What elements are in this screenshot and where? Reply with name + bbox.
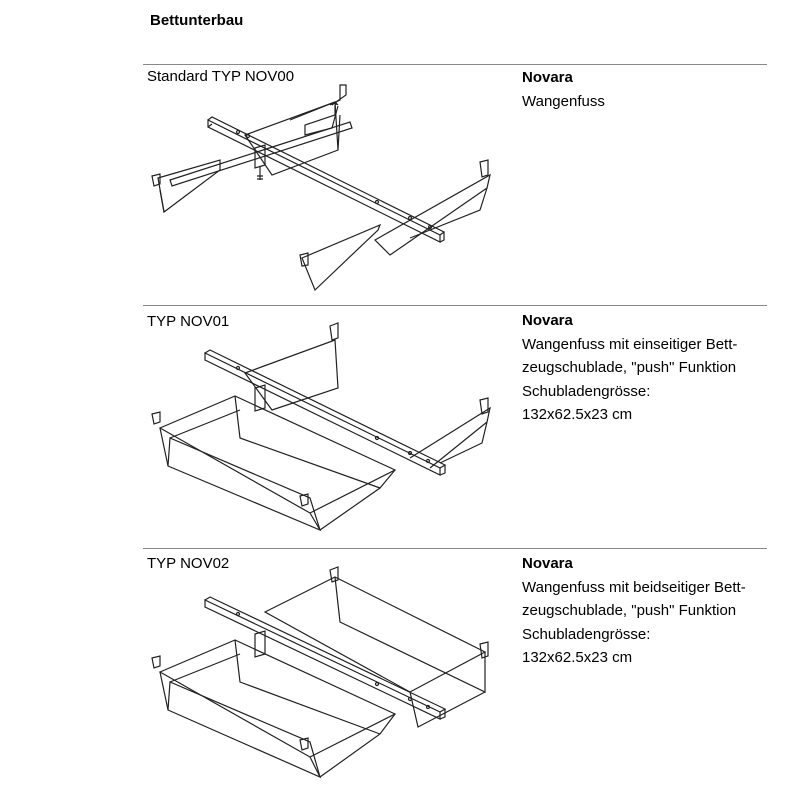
- description-line: Wangenfuss mit einseitiger Bett-: [522, 335, 738, 353]
- side-panel-left: [158, 160, 220, 212]
- page-title: Bettunterbau: [150, 12, 244, 29]
- drawer-top: [160, 396, 395, 513]
- brand-name: Novara: [522, 555, 573, 572]
- type-label: TYP NOV01: [147, 313, 230, 330]
- section-divider: [143, 305, 767, 306]
- bracket: [330, 85, 346, 105]
- side-panel-right: [375, 175, 490, 255]
- side-panel-back: [245, 340, 338, 410]
- drawer-top-back: [265, 577, 485, 692]
- description-line: Schubladengrösse:: [522, 382, 651, 400]
- drawer-front: [160, 672, 320, 777]
- drawer-front: [160, 428, 320, 530]
- bed-frame-drawing-nov00: [140, 80, 510, 295]
- product-description: Novara Wangenfuss: [522, 66, 792, 113]
- product-description: Novara Wangenfuss mit beidseitiger Bett-…: [522, 552, 792, 670]
- product-description: Novara Wangenfuss mit einseitiger Bett- …: [522, 309, 792, 427]
- description-line: 132x62.5x23 cm: [522, 406, 633, 423]
- drawer-inner-back: [335, 577, 485, 692]
- drawer-top: [160, 640, 395, 757]
- main-beam: [208, 120, 440, 242]
- description-line: 132x62.5x23 cm: [522, 649, 633, 666]
- description-line: Wangenfuss mit beidseitiger Bett-: [522, 578, 746, 596]
- section-divider: [143, 64, 767, 65]
- main-beam: [205, 353, 440, 475]
- bracket: [330, 323, 338, 340]
- brand-name: Novara: [522, 312, 573, 329]
- description-line: zeugschublade, "push" Funktion: [522, 602, 737, 619]
- bed-frame-drawing-nov02: [140, 562, 510, 787]
- description-line: Schubladengrösse:: [522, 625, 651, 643]
- main-beam: [205, 600, 440, 719]
- drawer-inner: [235, 396, 380, 488]
- description-line: Wangenfuss: [522, 92, 605, 110]
- description-line: zeugschublade, "push" Funktion: [522, 359, 737, 376]
- side-panel: [305, 105, 338, 135]
- side-panel-right: [410, 408, 490, 468]
- cross-beam: [170, 122, 352, 186]
- side-panel-front: [302, 225, 380, 290]
- bed-frame-drawing-nov01: [140, 318, 510, 538]
- brand-name: Novara: [522, 69, 573, 86]
- type-label: TYP NOV02: [147, 555, 230, 572]
- center-post: [255, 385, 265, 411]
- section-divider: [143, 548, 767, 549]
- center-post: [255, 145, 265, 168]
- type-label: Standard TYP NOV00: [147, 68, 295, 85]
- side-panel-back: [245, 102, 338, 175]
